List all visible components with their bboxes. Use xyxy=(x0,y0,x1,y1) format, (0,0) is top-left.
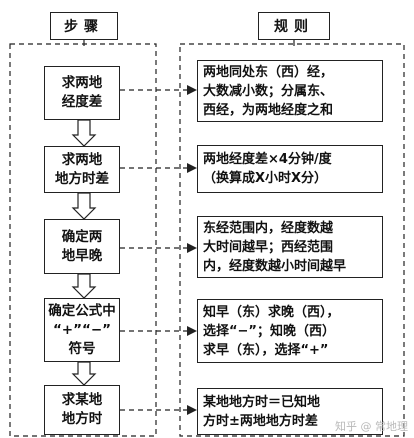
down-arrow-2 xyxy=(71,192,97,220)
rule-text: 大数减小数；分属东、 xyxy=(203,83,334,99)
step-text: “+”“−” xyxy=(52,321,112,338)
step-text: 求某地 xyxy=(61,392,103,408)
rule-box-longitude-diff: 两地同处东（西）经， 大数减小数；分属东、 西经，为两地经度之和 xyxy=(197,60,383,122)
step-box-local-time: 求某地 地方时 xyxy=(44,385,120,435)
rule-text: 选择“−”；知晚（西） xyxy=(203,323,335,339)
step-text: 确定两 xyxy=(61,228,103,245)
rule-text: 方时±两地地方时差 xyxy=(203,413,318,429)
rule-box-sign: 知早（东）求晚（西）， 选择“−”；知晚（西） 求早（东），选择“+” xyxy=(197,299,383,363)
down-arrow-4 xyxy=(71,361,97,386)
rule-box-local-time: 某地地方时＝已知地 方时±两地地方时差 xyxy=(197,388,383,435)
rules-header: 规则 xyxy=(258,12,330,40)
arrowhead-5 xyxy=(187,405,197,415)
steps-frame xyxy=(9,43,157,437)
step-text: 确定公式中 xyxy=(48,302,116,319)
rule-text: 两地经度差×4分钟/度 xyxy=(203,152,332,167)
step-text: 经度差 xyxy=(61,94,103,110)
arrowhead-2 xyxy=(187,163,197,173)
watermark: 知乎 @ 常地理 xyxy=(335,420,408,433)
step-box-longitude-diff: 求两地 经度差 xyxy=(44,66,120,120)
step-box-sign: 确定公式中 “+”“−” 符号 xyxy=(44,298,120,362)
step-text: 地方时 xyxy=(61,411,103,427)
step-arrows xyxy=(71,119,97,386)
rule-text: 大时间越早；西经范围 xyxy=(203,239,334,255)
rule-text: 某地地方时＝已知地 xyxy=(203,394,321,410)
rule-box-time-diff: 两地经度差×4分钟/度 （换算成X小时X分） xyxy=(197,145,383,193)
rule-text: （换算成X小时X分） xyxy=(203,171,328,186)
step-box-early-late: 确定两 地早晚 xyxy=(44,219,120,274)
arrowhead-4 xyxy=(187,326,197,336)
step-text: 符号 xyxy=(68,340,96,357)
rule-text: 两地同处东（西）经， xyxy=(203,64,334,80)
rule-text: 内，经度数越小时间越早 xyxy=(203,258,347,274)
down-arrow-3 xyxy=(71,273,97,299)
link-arrowheads xyxy=(187,85,197,415)
down-arrow-1 xyxy=(71,119,97,147)
rule-box-early-late: 东经范围内，经度数越 大时间越早；西经范围 内，经度数越小时间越早 xyxy=(197,216,383,278)
step-text: 求两地 xyxy=(61,75,103,91)
step-text: 求两地 xyxy=(61,151,103,168)
rule-text: 求早（东），选择“+” xyxy=(203,342,329,358)
step-text: 地方时差 xyxy=(55,170,109,187)
step-box-time-diff: 求两地 地方时差 xyxy=(44,146,120,193)
arrowhead-1 xyxy=(187,85,197,95)
rules-frame xyxy=(179,43,405,437)
rule-text: 西经，为两地经度之和 xyxy=(203,102,334,118)
step-text: 地早晚 xyxy=(61,247,103,264)
rule-text: 东经范围内，经度数越 xyxy=(203,220,334,236)
steps-header: 步骤 xyxy=(50,12,118,40)
link-lines xyxy=(120,89,190,411)
arrowhead-3 xyxy=(187,243,197,253)
rule-text: 知早（东）求晚（西）， xyxy=(203,304,340,320)
